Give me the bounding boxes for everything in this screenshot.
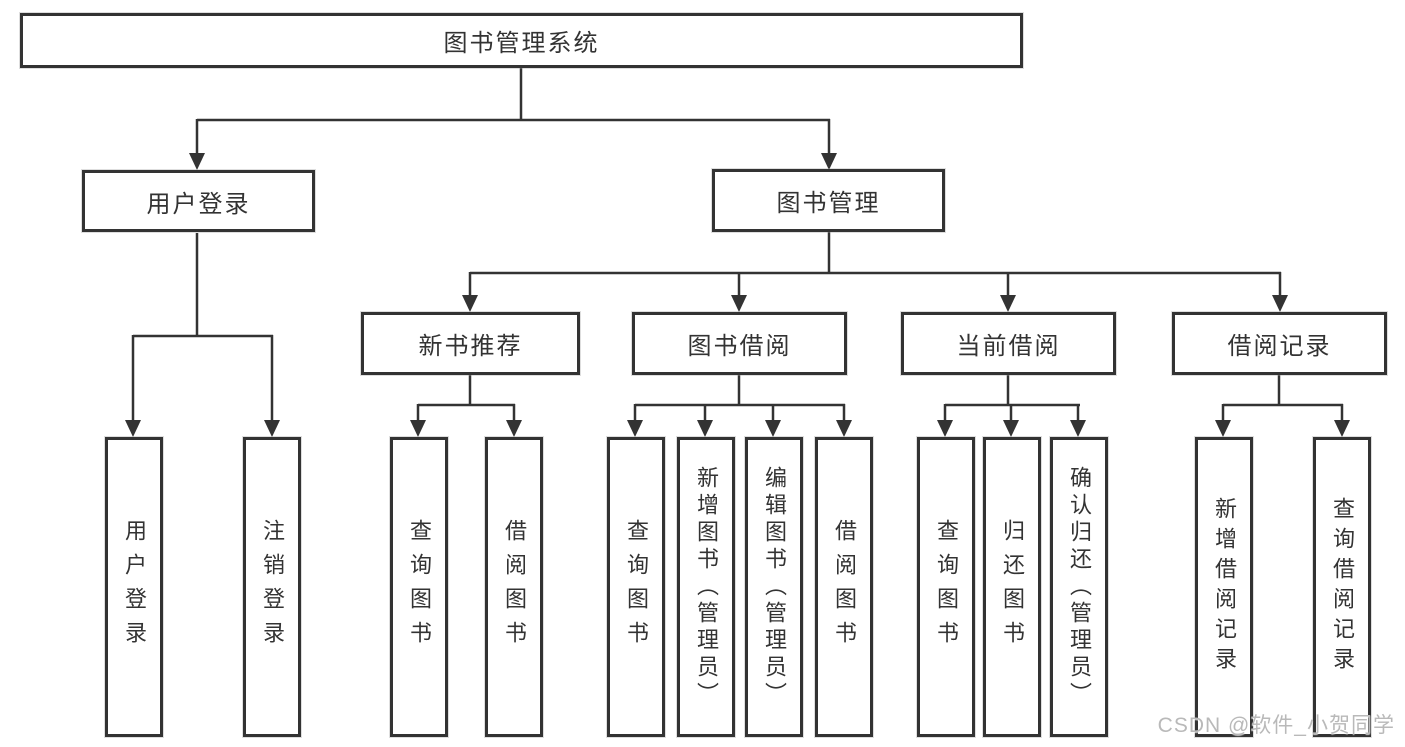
arrowhead-group (125, 153, 1350, 437)
leaf-record-query-label: 查询借阅记录 (1330, 497, 1355, 677)
leaf-borrow-book-label: 借阅图书 (832, 519, 857, 655)
leaf-current-return: 归还图书 (983, 437, 1041, 737)
leaf-user-login-label: 用户登录 (122, 519, 147, 655)
leaf-newbook-query: 查询图书 (390, 437, 448, 737)
node-borrow-record-label: 借阅记录 (1227, 333, 1332, 360)
leaf-borrow-query: 查询图书 (607, 437, 665, 737)
node-new-book-recommend: 新书推荐 (361, 312, 580, 375)
node-new-book-recommend-label: 新书推荐 (418, 333, 523, 360)
node-current-borrow-label: 当前借阅 (956, 333, 1061, 360)
leaf-record-add: 新增借阅记录 (1195, 437, 1253, 737)
watermark-text: CSDN @软件_小贺同学 (1157, 714, 1395, 737)
leaf-borrow-edit-admin: 编辑图书（管理员） (745, 437, 803, 737)
leaf-newbook-borrow-label: 借阅图书 (502, 519, 527, 655)
leaf-logout-label: 注销登录 (260, 519, 285, 655)
leaf-current-query-label: 查询图书 (934, 519, 959, 655)
node-book-management: 图书管理 (712, 169, 945, 232)
leaf-current-confirm-admin: 确认归还（管理员） (1050, 437, 1108, 737)
node-root-label: 图书管理系统 (443, 30, 600, 57)
node-book-management-label: 图书管理 (776, 190, 881, 217)
node-book-borrow-label: 图书借阅 (687, 333, 792, 360)
node-user-login: 用户登录 (82, 170, 315, 232)
leaf-user-login: 用户登录 (105, 437, 163, 737)
leaf-borrow-book: 借阅图书 (815, 437, 873, 737)
leaf-current-query: 查询图书 (917, 437, 975, 737)
connector-group (131, 68, 1344, 422)
leaf-newbook-query-label: 查询图书 (407, 519, 432, 655)
leaf-logout: 注销登录 (243, 437, 301, 737)
leaf-borrow-add-admin-label: 新增图书（管理员） (694, 465, 719, 709)
node-book-borrow: 图书借阅 (632, 312, 847, 375)
leaf-current-return-label: 归还图书 (1000, 519, 1025, 655)
node-borrow-record: 借阅记录 (1172, 312, 1387, 375)
leaf-borrow-edit-admin-label: 编辑图书（管理员） (762, 465, 787, 709)
leaf-current-confirm-admin-label: 确认归还（管理员） (1067, 465, 1092, 709)
leaf-record-add-label: 新增借阅记录 (1212, 497, 1237, 677)
leaf-borrow-add-admin: 新增图书（管理员） (677, 437, 735, 737)
node-current-borrow: 当前借阅 (901, 312, 1116, 375)
leaf-newbook-borrow: 借阅图书 (485, 437, 543, 737)
node-root-system: 图书管理系统 (20, 13, 1023, 68)
node-user-login-label: 用户登录 (146, 190, 251, 218)
leaf-record-query: 查询借阅记录 (1313, 437, 1371, 737)
leaf-borrow-query-label: 查询图书 (624, 519, 649, 655)
